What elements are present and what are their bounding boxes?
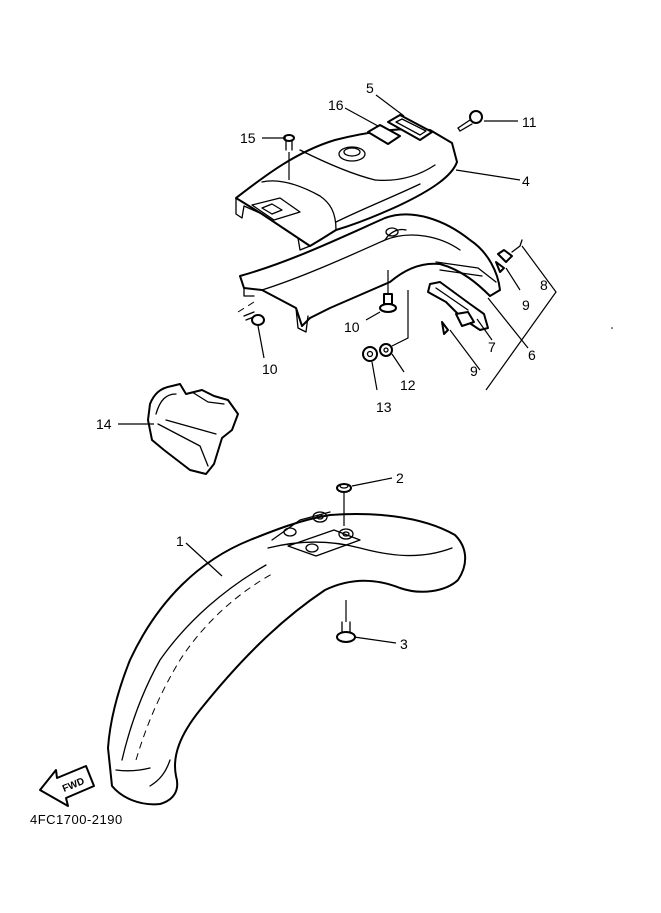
callout-7: 7 [488, 339, 496, 355]
callout-4: 4 [522, 173, 530, 189]
part-1-front-fender [107, 511, 467, 806]
callout-1: 1 [176, 533, 184, 549]
part-12-washer [379, 290, 409, 357]
part-9-clip [441, 239, 523, 335]
callout-5: 5 [366, 80, 374, 96]
part-11-bolt [457, 110, 483, 132]
part-5-emblem [387, 114, 433, 141]
callout-11: 11 [522, 114, 537, 130]
rear-fender-bracket [239, 213, 501, 333]
callout-10-lower: 10 [262, 361, 278, 377]
callout-13: 13 [376, 399, 392, 415]
callout-15: 15 [240, 130, 256, 146]
callout-9-lower: 9 [470, 363, 478, 379]
part-2-grommet [336, 483, 352, 526]
stray-dot [611, 327, 613, 329]
part-3-bolt [336, 600, 356, 643]
callout-14: 14 [96, 416, 112, 432]
part-16-plate [367, 124, 401, 145]
part-15-screw [283, 134, 295, 180]
callout-labels: 5 16 15 11 4 8 9 7 6 9 10 10 12 13 14 2 … [96, 80, 548, 652]
part-10-bolt-b [237, 301, 265, 326]
callout-10-upper: 10 [344, 319, 360, 335]
part-14-flap [147, 383, 239, 475]
part-4-seat-cowl [235, 128, 458, 251]
callout-3: 3 [400, 636, 408, 652]
callout-8: 8 [540, 277, 548, 293]
callout-9-upper: 9 [522, 297, 530, 313]
fwd-arrow-icon: FWD [39, 765, 95, 807]
leader-lines [118, 94, 557, 644]
part-10-bolt-a [379, 270, 397, 313]
part-13-nut [362, 346, 378, 362]
part-7-reflector [455, 311, 475, 327]
callout-2: 2 [396, 470, 404, 486]
callout-12: 12 [400, 377, 416, 393]
callout-6: 6 [528, 347, 536, 363]
diagram-code: 4FC1700-2190 [30, 812, 123, 827]
callout-16: 16 [328, 97, 344, 113]
